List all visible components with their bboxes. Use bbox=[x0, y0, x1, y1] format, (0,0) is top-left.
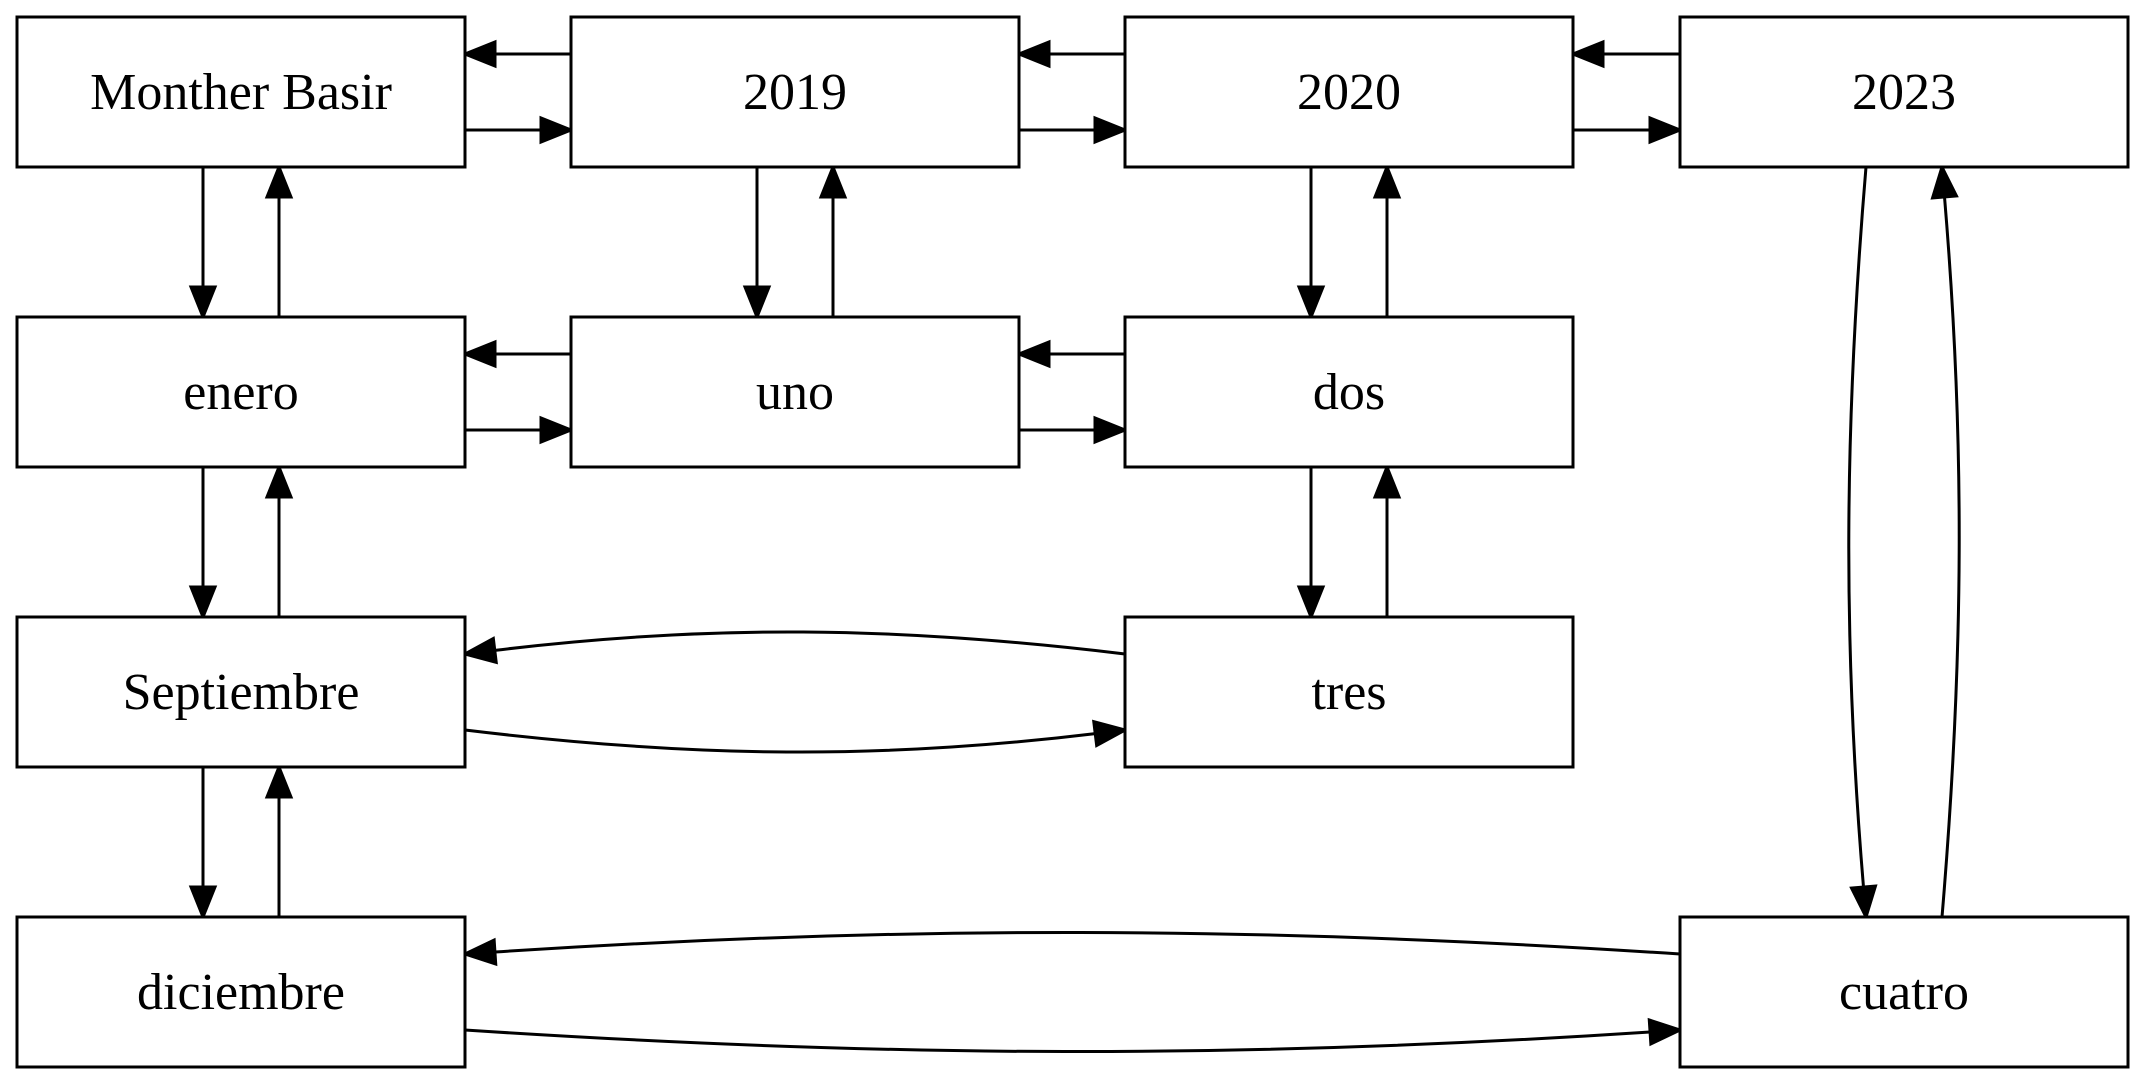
node-uno: uno bbox=[569, 315, 1021, 469]
edge-arrowhead bbox=[1568, 39, 1605, 69]
edge-line bbox=[1847, 166, 1868, 888]
edge-y2019-to-monther-basir bbox=[460, 39, 572, 69]
node-box bbox=[15, 615, 467, 769]
edge-y2023-to-cuatro bbox=[1847, 166, 1878, 922]
node-y2019: 2019 bbox=[569, 15, 1021, 169]
node-septiembre: Septiembre bbox=[15, 615, 467, 769]
edge-uno-to-y2019 bbox=[818, 162, 848, 318]
edge-arrowhead bbox=[188, 585, 218, 622]
node-label: tres bbox=[1311, 664, 1386, 721]
edge-arrowhead bbox=[1296, 585, 1326, 622]
node-box bbox=[569, 315, 1021, 469]
edge-arrowhead bbox=[1093, 115, 1130, 145]
edge-arrowhead bbox=[742, 285, 772, 322]
edge-arrowhead bbox=[264, 462, 294, 499]
edge-uno-to-dos bbox=[1019, 415, 1130, 445]
node-box bbox=[1123, 615, 1575, 769]
edge-septiembre-to-diciembre bbox=[188, 767, 218, 922]
edge-dos-to-tres bbox=[1296, 467, 1326, 622]
edge-cuatro-to-y2023 bbox=[1930, 162, 1961, 918]
edge-cuatro-to-diciembre bbox=[460, 930, 1681, 967]
edge-y2020-to-dos bbox=[1296, 167, 1326, 322]
edge-enero-to-uno bbox=[465, 415, 576, 445]
edge-arrowhead bbox=[1296, 285, 1326, 322]
edge-arrowhead bbox=[539, 115, 576, 145]
node-label: Monther Basir bbox=[90, 64, 392, 121]
edge-line bbox=[494, 930, 1681, 956]
node-label: 2020 bbox=[1297, 64, 1401, 121]
edge-septiembre-to-tres bbox=[464, 719, 1130, 754]
edge-enero-to-septiembre bbox=[188, 467, 218, 622]
edge-dos-to-y2020 bbox=[1372, 162, 1402, 317]
node-y2020: 2020 bbox=[1123, 15, 1575, 169]
edge-enero-to-monther-basir bbox=[264, 162, 294, 317]
edge-y2023-to-y2020 bbox=[1568, 39, 1680, 69]
edge-septiembre-to-enero bbox=[264, 462, 294, 617]
edge-arrowhead bbox=[1093, 415, 1130, 445]
node-label: dos bbox=[1313, 364, 1385, 421]
edge-line bbox=[1940, 196, 1961, 918]
edges-layer bbox=[188, 39, 1961, 1054]
edge-arrowhead bbox=[539, 415, 576, 445]
node-label: 2019 bbox=[743, 64, 847, 121]
node-box bbox=[569, 15, 1021, 169]
node-box bbox=[15, 15, 467, 169]
edge-tres-to-septiembre bbox=[460, 630, 1126, 665]
edge-arrowhead bbox=[1014, 39, 1051, 69]
edge-diciembre-to-septiembre bbox=[264, 762, 294, 917]
node-diciembre: diciembre bbox=[15, 915, 467, 1069]
node-monther-basir: Monther Basir bbox=[15, 15, 467, 169]
edge-monther-basir-to-enero bbox=[188, 167, 218, 322]
node-label: diciembre bbox=[137, 964, 345, 1021]
edge-arrowhead bbox=[1372, 462, 1402, 499]
edge-arrowhead bbox=[264, 762, 294, 799]
edge-arrowhead bbox=[1014, 339, 1051, 369]
edge-arrowhead bbox=[1849, 884, 1878, 922]
edge-monther-basir-to-y2019 bbox=[465, 115, 576, 145]
edge-y2020-to-y2019 bbox=[1014, 39, 1125, 69]
edge-arrowhead bbox=[1648, 115, 1685, 145]
node-box bbox=[1123, 315, 1575, 469]
edge-arrowhead bbox=[460, 39, 497, 69]
edge-arrowhead bbox=[1930, 162, 1959, 200]
node-box bbox=[15, 315, 467, 469]
edge-y2019-to-uno bbox=[742, 167, 772, 322]
edge-arrowhead bbox=[188, 885, 218, 922]
edge-arrowhead bbox=[460, 636, 498, 665]
nodes-layer: Monther Basir 2019 2020 2023 enero uno dosSept… bbox=[15, 15, 2130, 1069]
node-box bbox=[1123, 15, 1575, 169]
edge-diciembre-to-cuatro bbox=[464, 1017, 1685, 1054]
edge-uno-to-enero bbox=[460, 339, 572, 369]
node-label: 2023 bbox=[1852, 64, 1956, 121]
node-tres: tres bbox=[1123, 615, 1575, 769]
edge-line bbox=[464, 1028, 1651, 1054]
node-box bbox=[15, 915, 467, 1069]
edge-arrowhead bbox=[264, 162, 294, 199]
edge-y2020-to-y2023 bbox=[1573, 115, 1685, 145]
node-y2023: 2023 bbox=[1678, 15, 2130, 169]
node-dos: dos bbox=[1123, 315, 1575, 469]
node-label: Septiembre bbox=[123, 664, 360, 721]
node-label: enero bbox=[183, 364, 298, 421]
node-enero: enero bbox=[15, 315, 467, 469]
edge-line bbox=[464, 728, 1096, 754]
edge-arrowhead bbox=[460, 339, 497, 369]
edge-y2019-to-y2020 bbox=[1019, 115, 1130, 145]
node-cuatro: cuatro bbox=[1678, 915, 2130, 1069]
edge-arrowhead bbox=[1372, 162, 1402, 199]
edge-arrowhead bbox=[1092, 719, 1130, 748]
node-label: uno bbox=[756, 364, 834, 421]
edge-arrowhead bbox=[818, 162, 848, 199]
edge-arrowhead bbox=[460, 937, 498, 967]
node-box bbox=[1678, 915, 2130, 1069]
node-box bbox=[1678, 15, 2130, 169]
edge-arrowhead bbox=[188, 285, 218, 322]
edge-tres-to-dos bbox=[1372, 462, 1402, 617]
edge-line bbox=[494, 630, 1126, 656]
edge-dos-to-uno bbox=[1014, 339, 1126, 369]
edge-arrowhead bbox=[1647, 1017, 1685, 1047]
node-label: cuatro bbox=[1839, 964, 1969, 1021]
